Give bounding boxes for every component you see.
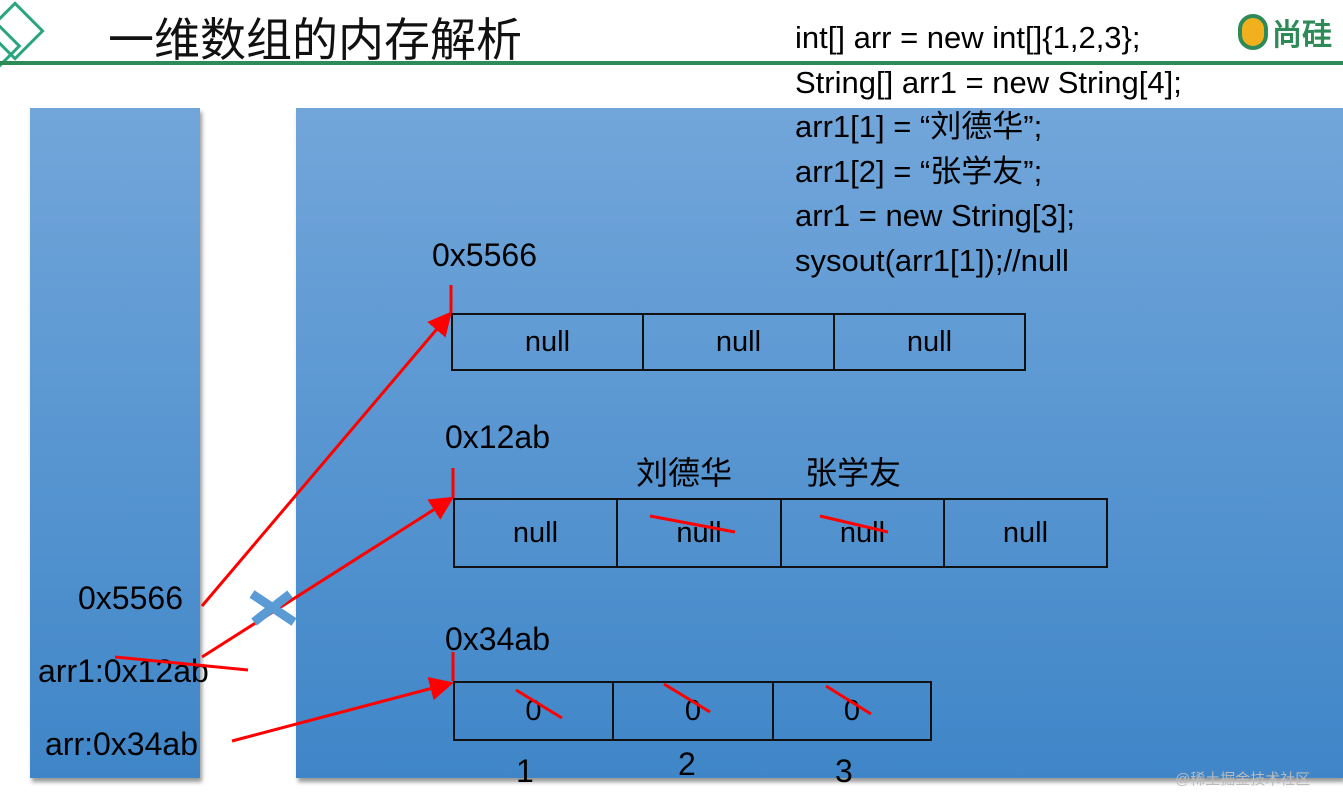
logo-u-icon bbox=[1238, 14, 1268, 50]
strike bbox=[515, 688, 563, 720]
value-annotation: 张学友 bbox=[805, 455, 902, 491]
code-line: String[] arr1 = new String[4]; bbox=[795, 64, 1182, 100]
array-cell: null bbox=[451, 313, 644, 371]
array-index: 3 bbox=[835, 753, 853, 789]
brand-logo: 尚硅 bbox=[1238, 10, 1332, 54]
array-cell: null bbox=[833, 313, 1026, 371]
slide-title: 一维数组的内存解析 bbox=[108, 14, 522, 66]
code-line: int[] arr = new int[]{1,2,3}; bbox=[795, 20, 1141, 55]
value-annotation: 刘德华 bbox=[636, 455, 733, 491]
array-index: 1 bbox=[516, 753, 534, 789]
title-divider bbox=[0, 61, 1343, 65]
stack-item: 0x5566 bbox=[78, 580, 183, 616]
strike bbox=[663, 682, 711, 714]
arrow-5566 bbox=[200, 311, 452, 607]
arrow-34ab bbox=[231, 676, 454, 743]
stack-panel bbox=[30, 108, 200, 778]
watermark: @稀土掘金技术社区 bbox=[1175, 771, 1311, 788]
array-index: 2 bbox=[678, 746, 696, 782]
array-cell: 0 bbox=[772, 681, 932, 741]
code-line: arr1[1] = “刘德华”; bbox=[795, 109, 1043, 144]
array-cell: null bbox=[943, 498, 1108, 568]
strike bbox=[819, 514, 889, 534]
cross-mark-icon bbox=[249, 590, 297, 626]
logo-text: 尚硅 bbox=[1272, 19, 1332, 52]
arrow-12ab-old bbox=[201, 496, 455, 659]
strike bbox=[114, 655, 249, 672]
stack-item: arr:0x34ab bbox=[45, 726, 198, 762]
array-address: 0x5566 bbox=[432, 237, 537, 273]
strike bbox=[825, 684, 872, 716]
strike bbox=[649, 514, 736, 534]
code-line: sysout(arr1[1]);//null bbox=[795, 242, 1069, 278]
code-line: arr1[2] = “张学友”; bbox=[795, 153, 1043, 189]
array-address: 0x12ab bbox=[445, 419, 550, 455]
code-line: arr1 = new String[3]; bbox=[795, 198, 1075, 233]
code-block: int[] arr = new int[]{1,2,3}; String[] ar… bbox=[795, 16, 1182, 283]
heap-panel bbox=[296, 108, 1343, 778]
array-address: 0x34ab bbox=[445, 621, 550, 657]
